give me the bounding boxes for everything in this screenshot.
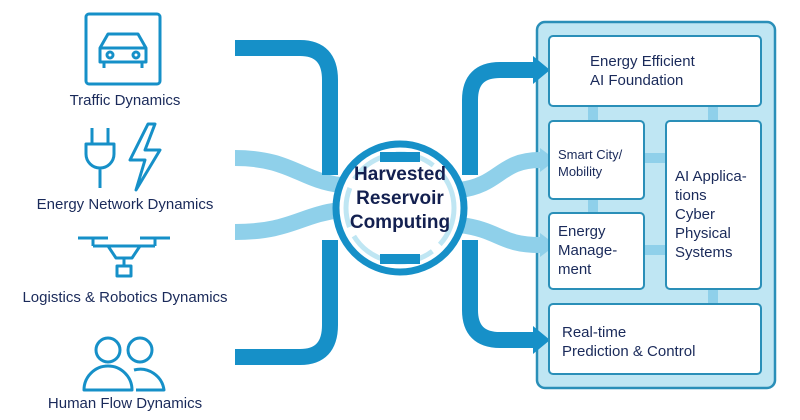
box-text: Prediction & Control xyxy=(562,343,696,360)
dark-arrows xyxy=(235,40,535,365)
box-realtime-prediction: Real-time Prediction & Control xyxy=(548,303,762,375)
car-icon xyxy=(84,12,162,86)
box-text: Smart City/ xyxy=(558,147,623,162)
gear-icon xyxy=(380,152,420,162)
panel-connectors xyxy=(588,105,718,305)
input-label-logistics: Logistics & Robotics Dynamics xyxy=(22,289,228,306)
box-text: Real-time xyxy=(562,324,627,341)
box-ai-foundation: Energy Efficient AI Foundation xyxy=(548,35,762,107)
box-text: tions xyxy=(675,187,707,204)
box-text: Cyber xyxy=(675,206,716,223)
box-smart-city: Smart City/ Mobility xyxy=(548,120,645,200)
box-ai-applications: AI Applica- tions Cyber Physical Systems xyxy=(665,120,762,290)
center-line: Harvested xyxy=(354,164,446,185)
reservoir-circle xyxy=(332,140,468,276)
center-title: Harvested Reservoir Computing xyxy=(330,163,470,235)
people-icon xyxy=(82,336,166,392)
box-energy-management: Energy Manage- ment xyxy=(548,212,645,290)
input-label-traffic: Traffic Dynamics xyxy=(69,92,181,109)
center-line: Reservoir xyxy=(356,188,444,209)
box-text: AI Foundation xyxy=(590,72,684,89)
box-text: Systems xyxy=(675,244,733,261)
box-text: ment xyxy=(558,261,592,278)
box-text: Energy Efficient xyxy=(590,53,695,70)
input-label-human-flow: Human Flow Dynamics xyxy=(47,395,203,412)
box-text: Mobility xyxy=(558,164,603,179)
center-line: Computing xyxy=(349,212,451,233)
drone-icon xyxy=(78,236,170,278)
box-text: AI Applica- xyxy=(675,168,747,185)
plug-lightning-icon xyxy=(84,122,162,192)
light-input-arrows xyxy=(234,150,541,253)
box-text: Physical xyxy=(675,225,731,242)
box-text: Manage- xyxy=(558,242,618,259)
input-label-energy-network: Energy Network Dynamics xyxy=(36,196,214,213)
box-text: Energy xyxy=(558,223,606,240)
